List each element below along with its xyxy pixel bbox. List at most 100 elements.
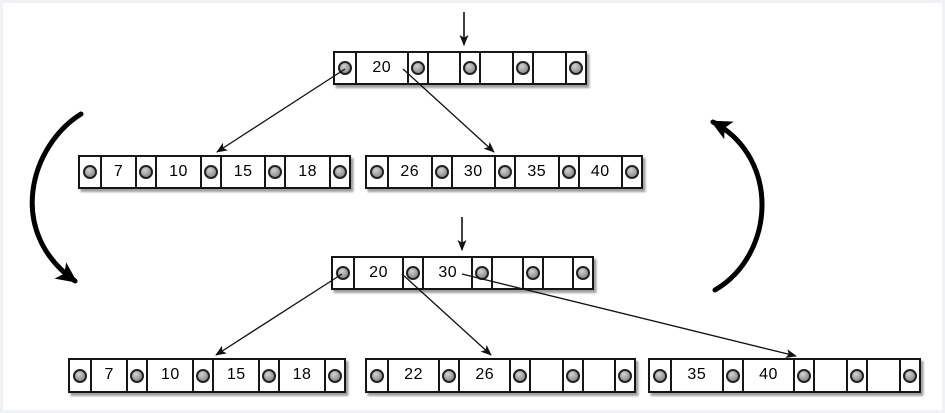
pointer-dot-icon bbox=[83, 165, 97, 179]
pointer-dot-icon bbox=[370, 165, 384, 179]
pointer-dot-icon bbox=[576, 266, 591, 280]
key-cell: 10 bbox=[146, 360, 192, 391]
key-cell: 7 bbox=[100, 157, 135, 187]
pointer-dot-icon bbox=[653, 368, 667, 383]
key-cell bbox=[529, 360, 561, 391]
pointer-dot-icon bbox=[338, 61, 352, 75]
pointer-slot bbox=[512, 53, 532, 83]
pointer-slot bbox=[846, 360, 866, 391]
key-cell: 40 bbox=[741, 360, 794, 391]
pointer-dot-icon bbox=[73, 368, 87, 383]
key-cell bbox=[541, 258, 572, 288]
pointer-slot bbox=[258, 360, 278, 391]
pointer-slot bbox=[80, 157, 100, 187]
key-cell: 35 bbox=[670, 360, 722, 391]
pointer-slot bbox=[557, 157, 578, 187]
btree-node-root-after: 20 30 bbox=[331, 256, 594, 290]
key-cell: 15 bbox=[219, 157, 265, 187]
pointer-slot bbox=[614, 360, 634, 391]
btree-node-left-child-before: 7 10 15 18 bbox=[78, 155, 351, 189]
key-cell: 15 bbox=[212, 360, 258, 391]
pointer-slot bbox=[793, 360, 813, 391]
key-cell: 20 bbox=[353, 258, 402, 288]
key-cell: 26 bbox=[458, 360, 509, 391]
key-cell: 40 bbox=[577, 157, 622, 187]
pointer-dot-icon bbox=[130, 368, 145, 383]
key-cell: 35 bbox=[514, 157, 558, 187]
pointer-slot bbox=[438, 360, 458, 391]
pointer-dot-icon bbox=[498, 165, 512, 179]
pointer-dot-icon bbox=[442, 368, 457, 383]
pointer-dot-icon bbox=[568, 61, 583, 75]
btree-node-right-child-after: 35 40 bbox=[648, 358, 921, 393]
pointer-slot bbox=[899, 360, 919, 391]
key-cell: 7 bbox=[90, 360, 126, 391]
pointer-slot bbox=[70, 360, 90, 391]
pointer-dot-icon bbox=[516, 61, 531, 75]
key-cell: 18 bbox=[284, 157, 329, 187]
btree-node-left-child-after: 7 10 15 18 bbox=[68, 358, 346, 393]
pointer-dot-icon bbox=[525, 266, 540, 280]
pointer-slot bbox=[521, 258, 542, 288]
pointer-dot-icon bbox=[262, 368, 277, 383]
pointer-dot-icon bbox=[406, 266, 421, 280]
pointer-slot bbox=[264, 157, 284, 187]
pointer-dot-icon bbox=[268, 165, 283, 179]
pointer-slot bbox=[323, 360, 344, 391]
pointer-slot bbox=[650, 360, 670, 391]
pointer-slot bbox=[126, 360, 146, 391]
pointer-slot bbox=[402, 258, 422, 288]
pointer-dot-icon bbox=[561, 165, 576, 179]
key-cell: 30 bbox=[450, 157, 495, 187]
pointer-dot-icon bbox=[463, 61, 478, 75]
key-cell bbox=[581, 360, 614, 391]
key-cell bbox=[866, 360, 899, 391]
key-cell bbox=[813, 360, 846, 391]
pointer-slot bbox=[367, 157, 387, 187]
pointer-dot-icon bbox=[625, 165, 639, 179]
pointer-dot-icon bbox=[410, 61, 425, 75]
key-cell bbox=[532, 53, 565, 83]
pointer-dot-icon bbox=[203, 165, 218, 179]
pointer-dot-icon bbox=[434, 165, 449, 179]
pointer-dot-icon bbox=[370, 368, 384, 383]
pointer-slot bbox=[471, 258, 491, 288]
pointer-slot bbox=[509, 360, 529, 391]
pointer-slot bbox=[430, 157, 451, 187]
pointer-slot bbox=[494, 157, 514, 187]
key-cell: 18 bbox=[278, 360, 324, 391]
key-cell: 26 bbox=[387, 157, 431, 187]
child-pointer-arrow bbox=[216, 68, 346, 153]
pointer-slot bbox=[572, 258, 592, 288]
pointer-slot bbox=[561, 360, 582, 391]
pointer-slot bbox=[459, 53, 479, 83]
pointer-slot bbox=[564, 53, 585, 83]
pointer-dot-icon bbox=[565, 368, 580, 383]
pointer-slot bbox=[335, 53, 355, 83]
pointer-dot-icon bbox=[332, 165, 347, 179]
pointer-slot bbox=[621, 157, 641, 187]
pointer-dot-icon bbox=[797, 368, 812, 383]
pointer-dot-icon bbox=[850, 368, 865, 383]
pointer-slot bbox=[333, 258, 353, 288]
pointer-dot-icon bbox=[139, 165, 154, 179]
pointer-slot bbox=[192, 360, 212, 391]
pointer-dot-icon bbox=[327, 368, 342, 383]
pointer-dot-icon bbox=[725, 368, 740, 383]
key-cell: 10 bbox=[155, 157, 200, 187]
btree-node-middle-child-after: 22 26 bbox=[365, 358, 636, 393]
key-cell: 30 bbox=[422, 258, 471, 288]
pointer-slot bbox=[721, 360, 742, 391]
key-cell: 22 bbox=[387, 360, 438, 391]
pointer-slot bbox=[135, 157, 155, 187]
key-cell bbox=[426, 53, 460, 83]
pointer-slot bbox=[367, 360, 387, 391]
key-cell: 20 bbox=[355, 53, 407, 83]
pointer-slot bbox=[328, 157, 349, 187]
pointer-slot bbox=[406, 53, 427, 83]
pointer-dot-icon bbox=[903, 368, 918, 383]
pointer-slot bbox=[199, 157, 220, 187]
pointer-dot-icon bbox=[196, 368, 211, 383]
pointer-dot-icon bbox=[513, 368, 528, 383]
